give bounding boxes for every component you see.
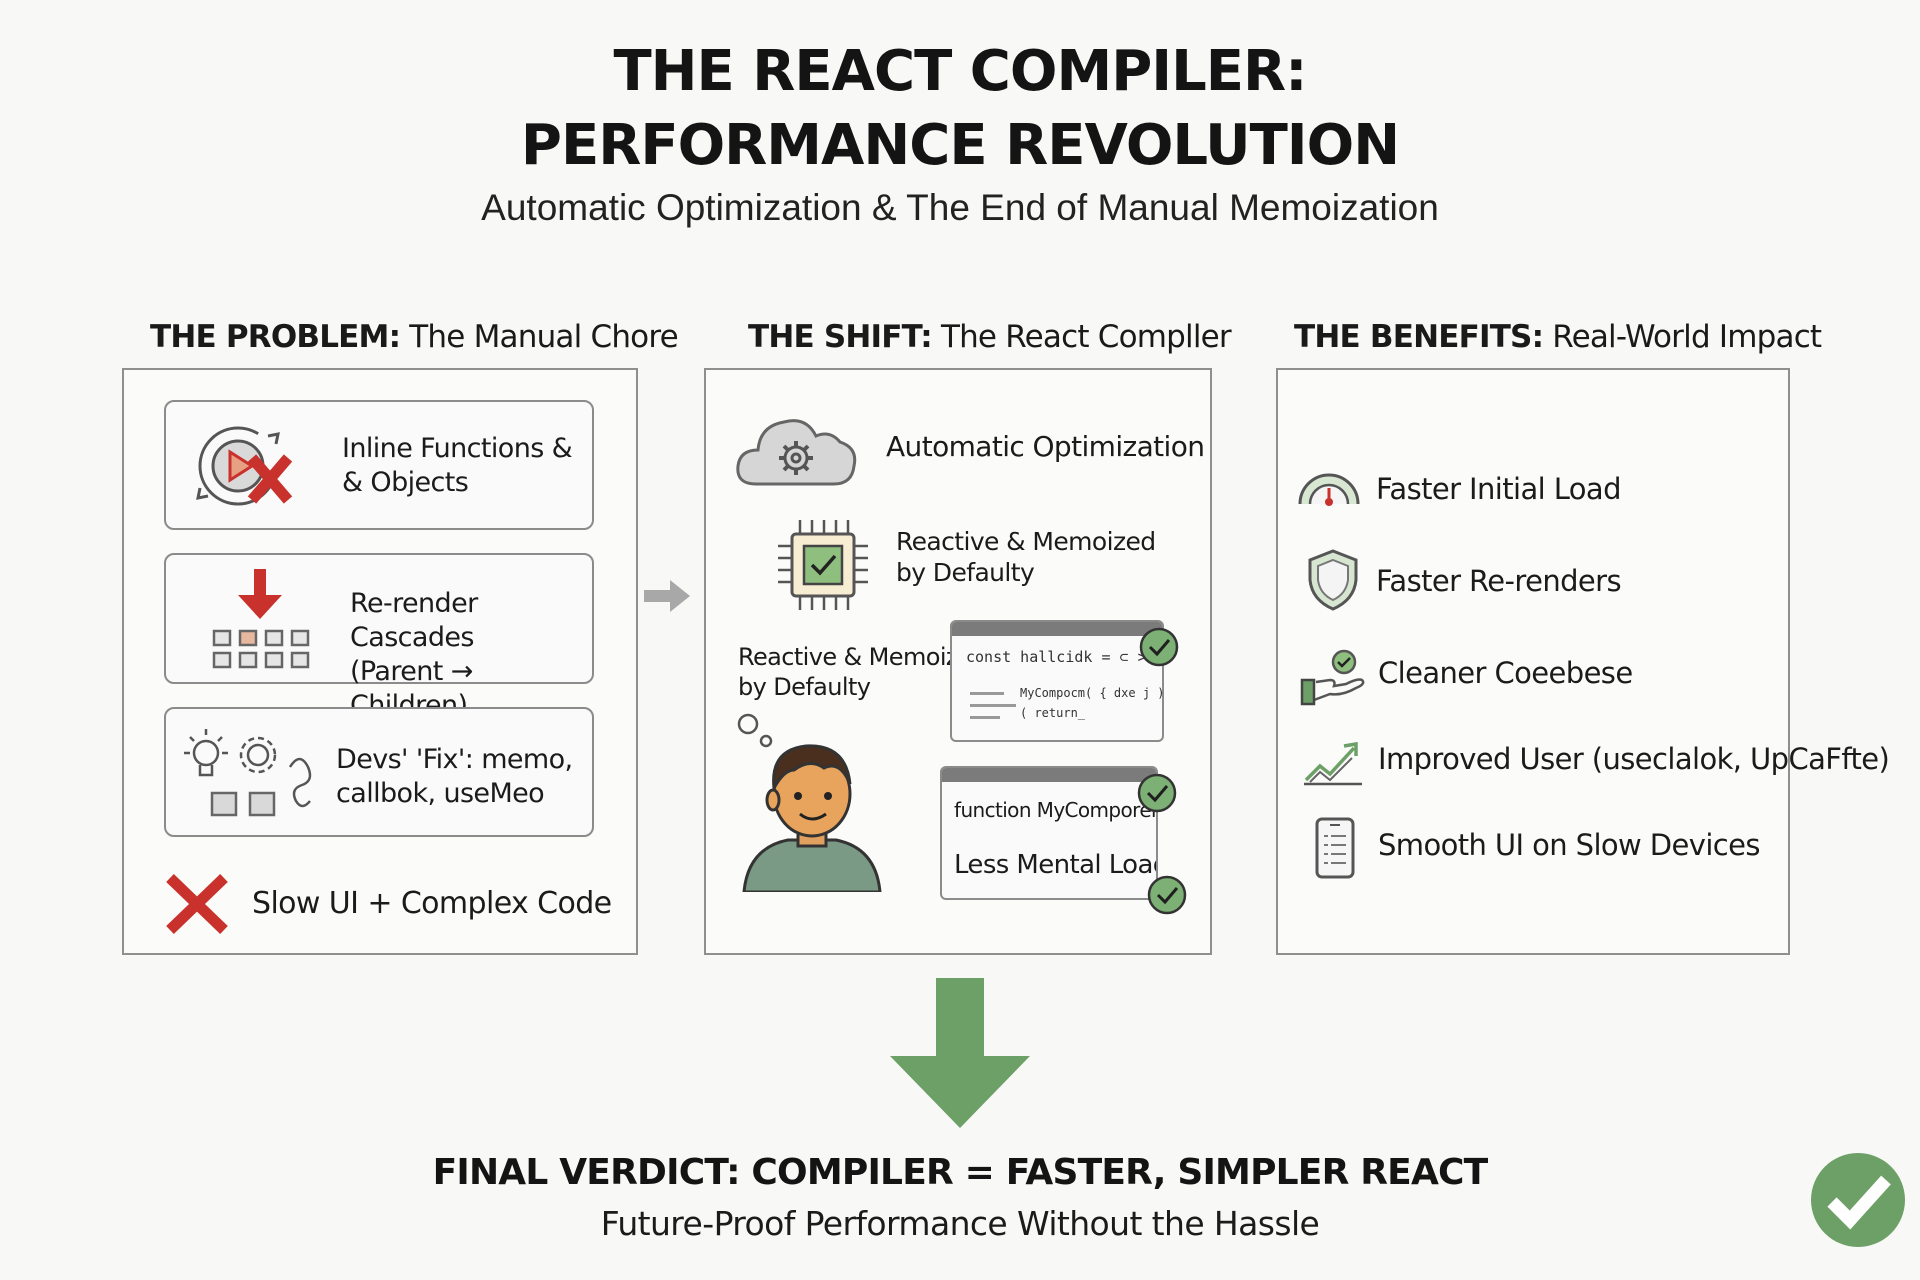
code-window-2-titlebar — [942, 768, 1156, 782]
auto-optimization-label: Automatic Optimization — [886, 430, 1205, 463]
cloud-gear-icon — [736, 419, 857, 486]
problem-result-text: Slow UI + Complex Code — [252, 886, 612, 921]
hand-check-icon — [1300, 649, 1365, 706]
page-title-line2: PERFORMANCE REVOLUTION — [520, 113, 1400, 178]
cascade-grid-icon — [212, 569, 310, 669]
page-subtitle: Automatic Optimization & The End of Manu… — [481, 187, 1439, 228]
benefit-label-improved-user: Improved User (useclalok, UpCaFfte) — [1378, 742, 1890, 776]
code-line-placeholder — [970, 704, 1016, 707]
success-check-icon — [1811, 1153, 1905, 1247]
speedometer-icon — [1298, 473, 1360, 506]
code-line-placeholder — [970, 692, 1004, 695]
chip-label: Reactive & Memoized by Defaulty — [896, 527, 1156, 587]
red-x-icon — [166, 874, 228, 934]
code-window-2-line1: function MyComporent — [954, 798, 1158, 822]
problem-card-inline-functions: Inline Functions & & Objects — [164, 400, 594, 530]
verdict-title: FINAL VERDICT: COMPILER = FASTER, SIMPLE… — [432, 1152, 1489, 1193]
problem-heading: THE PROBLEM: The Manual Chore — [150, 319, 679, 355]
code-window-2-line2: Less Mental Load — [954, 850, 1158, 880]
rerender-cycle-icon — [196, 426, 293, 506]
benefit-label-initial-load: Faster Initial Load — [1376, 472, 1621, 506]
code-window-1-line1: const hallcidk = ⊂ > { } — [966, 648, 1164, 666]
code-window-1-line3: ( return_ — [1020, 706, 1086, 720]
check-badge-icon — [1147, 875, 1187, 915]
benefit-label-cleaner-codebase: Cleaner Coeebese — [1378, 656, 1633, 690]
chip-check-icon — [778, 520, 868, 610]
card-manual-fix-text: Devs' 'Fix': memo, callbok, useMeo — [336, 744, 573, 809]
dev-tools-icon — [184, 729, 312, 817]
shift-heading: THE SHIFT: The React Compller — [748, 319, 1232, 355]
code-window-2: function MyComporent Less Mental Load — [940, 766, 1158, 900]
arrow-down-icon — [890, 978, 1030, 1128]
developer-avatar — [742, 744, 882, 892]
benefits-heading: THE BENEFITS: Real-World Impact — [1294, 319, 1822, 355]
problem-card-manual-fix: Devs' 'Fix': memo, callbok, useMeo — [164, 707, 594, 837]
check-badge-icon — [1139, 627, 1179, 667]
code-line-placeholder — [970, 716, 1000, 719]
check-badge-icon — [1137, 773, 1177, 813]
shield-icon — [1308, 549, 1358, 611]
code-window-1-titlebar — [952, 622, 1162, 636]
benefit-label-smooth-ui: Smooth UI on Slow Devices — [1378, 828, 1760, 862]
mobile-device-icon — [1315, 817, 1355, 879]
page-title-line1: THE REACT COMPILER: — [613, 39, 1307, 104]
card-rerender-text: Re-render Cascades (Parent → Children) — [350, 588, 478, 721]
code-window-1-line2: MyCompocm( { dxe j ) — [1020, 686, 1164, 700]
arrow-right-icon — [644, 580, 690, 612]
verdict-subtitle: Future-Proof Performance Without the Has… — [600, 1204, 1320, 1243]
thought-bubble-icon — [737, 713, 773, 748]
code-window-1: const hallcidk = ⊂ > { } MyCompocm( { dx… — [950, 620, 1164, 742]
growth-chart-icon — [1304, 741, 1362, 786]
benefits-panel — [1276, 368, 1790, 955]
developer-label: Reactive & Memoized by Defaulty — [738, 643, 987, 701]
benefit-label-rerenders: Faster Re-renders — [1376, 564, 1622, 598]
card-inline-functions-text: Inline Functions & & Objects — [342, 433, 573, 498]
problem-card-rerender-cascades: Re-render Cascades (Parent → Children) — [164, 553, 594, 721]
